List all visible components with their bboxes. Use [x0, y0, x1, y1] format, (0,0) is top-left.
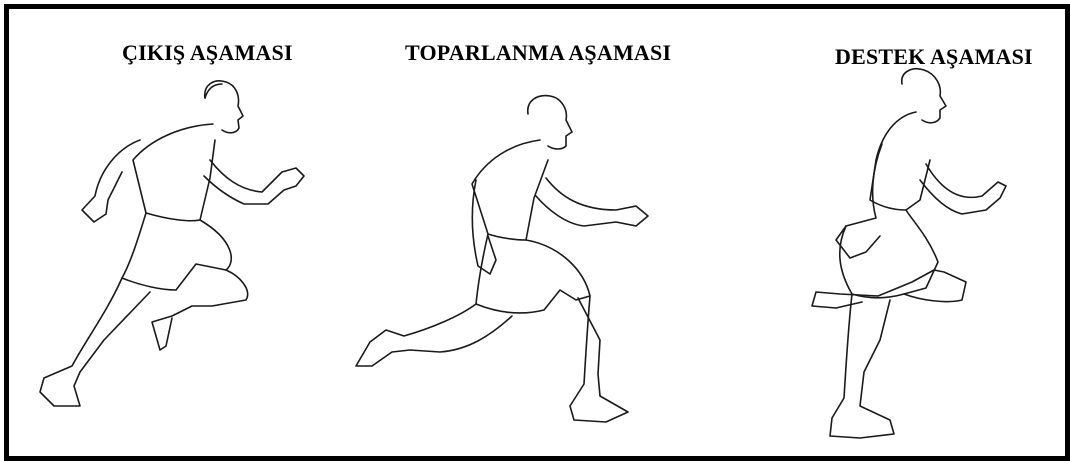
runner-recovery-phase [356, 96, 648, 422]
runner-drive-phase [40, 81, 304, 406]
runner-2-back-leg [356, 304, 512, 366]
runner-1-back-arm [82, 140, 140, 222]
runner-1-shorts [122, 213, 231, 290]
runner-3-support-leg [830, 294, 894, 438]
runner-support-phase [812, 69, 1006, 438]
runner-2-shorts [476, 234, 590, 313]
runner-1-front-arm [204, 160, 304, 204]
runner-2-front-leg [570, 296, 628, 422]
runner-1-front-leg [152, 270, 248, 350]
runner-2-torso [472, 140, 548, 240]
runner-3-torso [870, 112, 930, 210]
runner-1-back-leg [40, 278, 150, 406]
runner-1-torso [133, 124, 215, 221]
runner-3-front-arm [920, 164, 1006, 214]
runner-2-front-arm [536, 178, 648, 226]
